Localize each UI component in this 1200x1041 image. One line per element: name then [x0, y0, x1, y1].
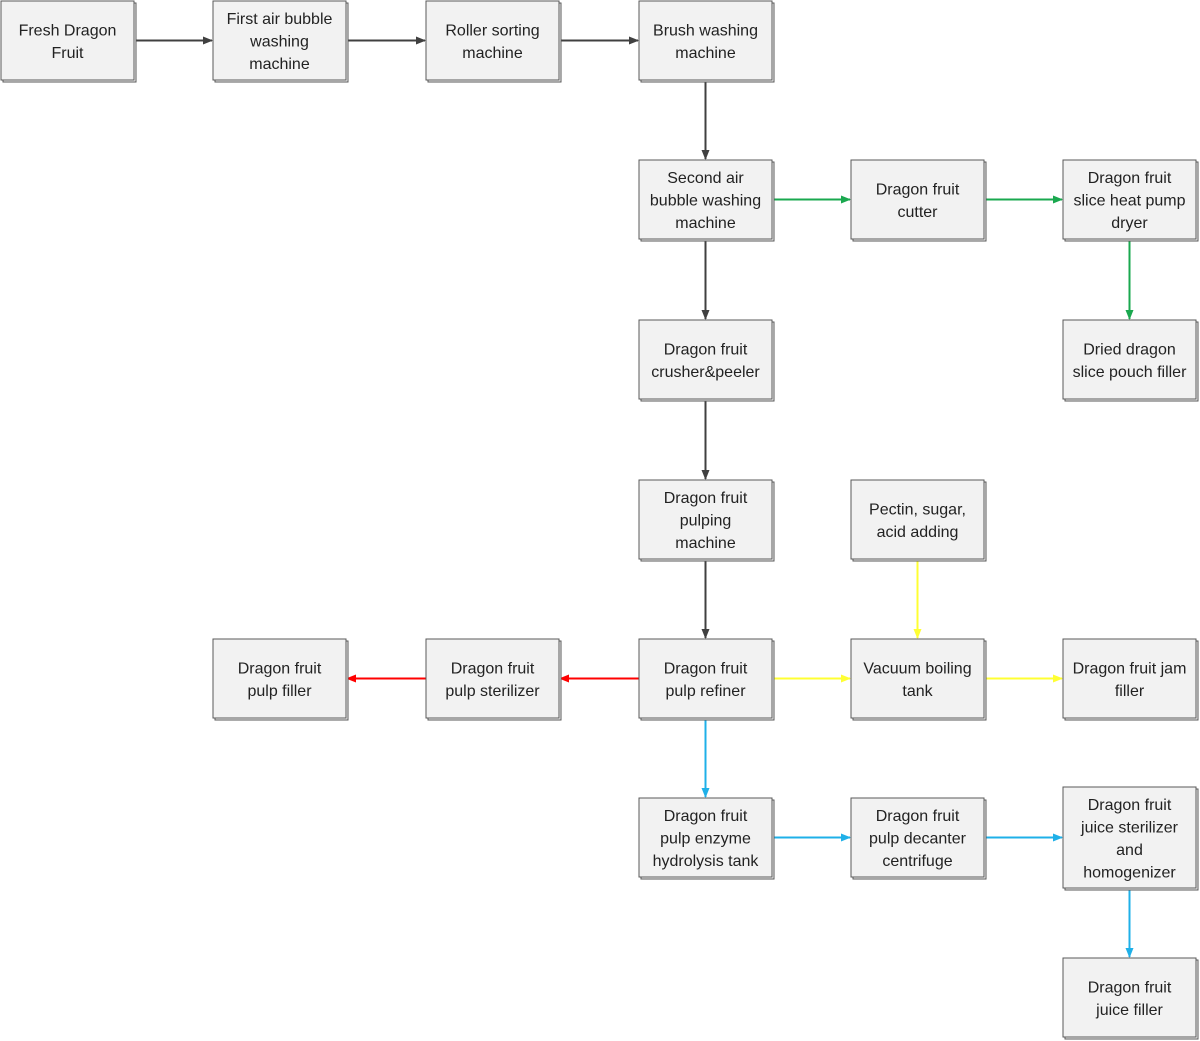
node-label-line: pulping — [680, 513, 732, 530]
node-label-line: machine — [675, 535, 736, 552]
node-box — [638, 479, 773, 560]
node-label-line: Pectin, sugar, — [869, 501, 966, 518]
node-label-line: Dragon fruit jam — [1073, 660, 1187, 677]
node-box — [1062, 159, 1197, 240]
node-label-line: cutter — [897, 204, 938, 221]
node-label-line: crusher&peeler — [651, 364, 760, 381]
node-brush: Brush washing machine — [638, 0, 775, 83]
node-label-line: Fresh Dragon — [19, 22, 117, 39]
node-label-line: pulp enzyme — [660, 831, 751, 848]
node-box — [1062, 957, 1197, 1038]
node-label-line: hydrolysis tank — [653, 853, 760, 870]
node-box — [212, 638, 347, 719]
node-juicefiller: Dragon fruit juice filler — [1062, 957, 1199, 1040]
node-label-line: Brush washing — [653, 22, 758, 39]
node-box — [638, 797, 773, 878]
edges-layer — [134, 36, 1134, 958]
node-label-line: washing — [249, 34, 309, 51]
node-pectin: Pectin, sugar, acid adding — [850, 479, 987, 562]
node-label-line: machine — [462, 45, 523, 62]
node-label-line: Dragon fruit — [1088, 797, 1172, 814]
node-label-line: Vacuum boiling — [863, 660, 971, 677]
node-label-line: pulp filler — [247, 683, 312, 700]
node-label-line: Dragon fruit — [1088, 170, 1172, 187]
node-label-line: filler — [1115, 683, 1145, 700]
node-label-line: centrifuge — [882, 853, 952, 870]
node-label-line: Dragon fruit — [876, 181, 960, 198]
node-sterilizer: Dragon fruit pulp sterilizer — [425, 638, 562, 721]
node-box — [850, 479, 985, 560]
node-label-line: Dragon fruit — [451, 660, 535, 677]
node-label-line: slice heat pump — [1073, 193, 1185, 210]
node-label-line: tank — [902, 683, 933, 700]
node-box — [425, 638, 560, 719]
node-label-line: Dragon fruit — [238, 660, 322, 677]
node-label-line: juice filler — [1095, 1002, 1163, 1019]
node-jam: Dragon fruit jam filler — [1062, 638, 1199, 721]
node-box — [638, 159, 773, 240]
node-label-line: First air bubble — [227, 11, 333, 28]
node-label-line: dryer — [1111, 215, 1148, 232]
node-label-line: Dragon fruit — [664, 490, 748, 507]
node-label-line: Roller sorting — [445, 22, 539, 39]
node-box — [212, 0, 347, 81]
node-box — [1062, 638, 1197, 719]
node-dryer: Dragon fruit slice heat pump dryer — [1062, 159, 1199, 242]
node-pulping: Dragon fruit pulping machine — [638, 479, 775, 562]
node-enzyme: Dragon fruit pulp enzyme hydrolysis tank — [638, 797, 775, 880]
node-label-line: Second air — [667, 170, 744, 187]
node-box — [638, 638, 773, 719]
node-label-line: Fruit — [52, 45, 85, 62]
node-label-line: pulp sterilizer — [445, 683, 540, 700]
node-label-line: homogenizer — [1083, 864, 1176, 881]
node-box — [425, 0, 560, 81]
node-refiner: Dragon fruit pulp refiner — [638, 638, 775, 721]
node-label-line: acid adding — [877, 524, 959, 541]
node-label-line: slice pouch filler — [1073, 364, 1188, 381]
node-box — [0, 0, 135, 81]
node-label-line: machine — [675, 45, 736, 62]
node-label-line: Dragon fruit — [876, 808, 960, 825]
node-label-line: bubble washing — [650, 193, 761, 210]
node-pulpfiller: Dragon fruit pulp filler — [212, 638, 349, 721]
node-label-line: Dragon fruit — [664, 660, 748, 677]
node-box — [850, 638, 985, 719]
node-box — [850, 159, 985, 240]
node-cutter: Dragon fruit cutter — [850, 159, 987, 242]
node-crusher: Dragon fruit crusher&peeler — [638, 319, 775, 402]
node-label-line: Dragon fruit — [1088, 979, 1172, 996]
node-box — [638, 319, 773, 400]
node-label-line: juice sterilizer — [1080, 819, 1179, 836]
node-juicester: Dragon fruit juice sterilizer and homogeniz… — [1062, 786, 1199, 891]
node-box — [1062, 786, 1197, 889]
node-box — [638, 0, 773, 81]
node-label-line: Dragon fruit — [664, 341, 748, 358]
node-boiling: Vacuum boiling tank — [850, 638, 987, 721]
node-bubble1: First air bubble washing machine — [212, 0, 349, 83]
node-bubble2: Second air bubble washing machine — [638, 159, 775, 242]
node-label-line: Dried dragon — [1083, 341, 1176, 358]
node-label-line: pulp decanter — [869, 831, 967, 848]
node-label-line: machine — [249, 56, 310, 73]
node-decanter: Dragon fruit pulp decanter centrifuge — [850, 797, 987, 880]
node-pouch: Dried dragon slice pouch filler — [1062, 319, 1199, 402]
node-box — [1062, 319, 1197, 400]
node-box — [850, 797, 985, 878]
node-label-line: and — [1116, 842, 1143, 859]
node-label-line: Dragon fruit — [664, 808, 748, 825]
node-label-line: machine — [675, 215, 736, 232]
node-label-line: pulp refiner — [665, 683, 746, 700]
node-roller: Roller sorting machine — [425, 0, 562, 83]
